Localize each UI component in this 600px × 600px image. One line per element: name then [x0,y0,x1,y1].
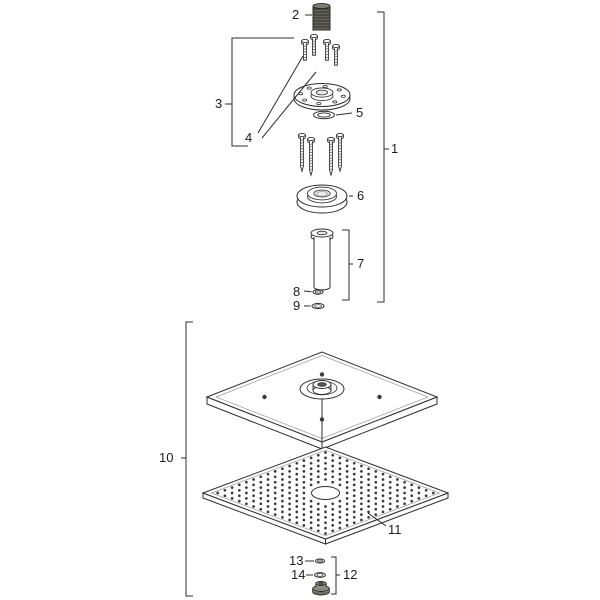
part-label-1: 1 [391,141,399,156]
adapter-thread-lines [313,8,330,28]
bracket-3 [231,37,294,147]
screw [327,136,335,177]
part-o-ring [313,110,335,120]
part-upper-screws [301,33,340,66]
part-spray-plate [201,446,450,545]
bracket-7 [342,229,350,301]
flange-center-hole [315,89,328,96]
screw [332,43,340,66]
screw [298,132,306,173]
part-label-6: 6 [357,188,365,203]
part-label-13: 13 [289,553,304,568]
part-label-12: 12 [343,567,358,582]
part-label-8: 8 [293,284,301,299]
leader-11 [367,512,387,527]
screw [310,33,318,56]
plate-center-hub [299,378,345,400]
part-filter-ring-13 [314,558,326,564]
leader-5 [335,112,353,116]
part-label-11: 11 [388,522,402,537]
leader-8 [303,290,312,293]
callouts [181,11,389,597]
part-top-plate [205,351,439,450]
part-threaded-adapter [312,2,331,31]
screw [307,136,315,177]
part-label-5: 5 [356,105,364,120]
part-label-2: 2 [292,7,300,22]
part-label-4: 4 [245,130,253,145]
part-escutcheon-ring [296,184,348,214]
flange-bolt-holes [298,85,346,106]
leader-4b [261,71,317,139]
leader-4a [257,55,304,134]
pipe-bore [316,230,328,236]
part-label-10: 10 [159,450,174,465]
screw [336,132,344,173]
part-seal-ring-8 [312,289,324,295]
part-connector-pipe [310,228,334,291]
bracket-12 [331,556,337,595]
spray-plate-center-ring [311,486,340,500]
part-gasket-9 [311,302,325,310]
screw [301,38,309,61]
nozzle-grid [216,451,435,535]
screw [323,38,331,61]
part-lower-screws [298,132,344,177]
part-label-9: 9 [293,298,301,313]
part-seal-14 [314,572,326,578]
adapter-top-face [312,2,331,10]
bracket-1 [377,11,385,303]
part-label-3: 3 [215,96,223,111]
part-mounting-flange [293,83,351,111]
plate-screw-dots [262,372,382,422]
part-label-14: 14 [291,567,306,582]
bracket-10 [185,321,193,597]
part-aerator-12 [312,581,330,596]
part-label-7: 7 [357,256,365,271]
